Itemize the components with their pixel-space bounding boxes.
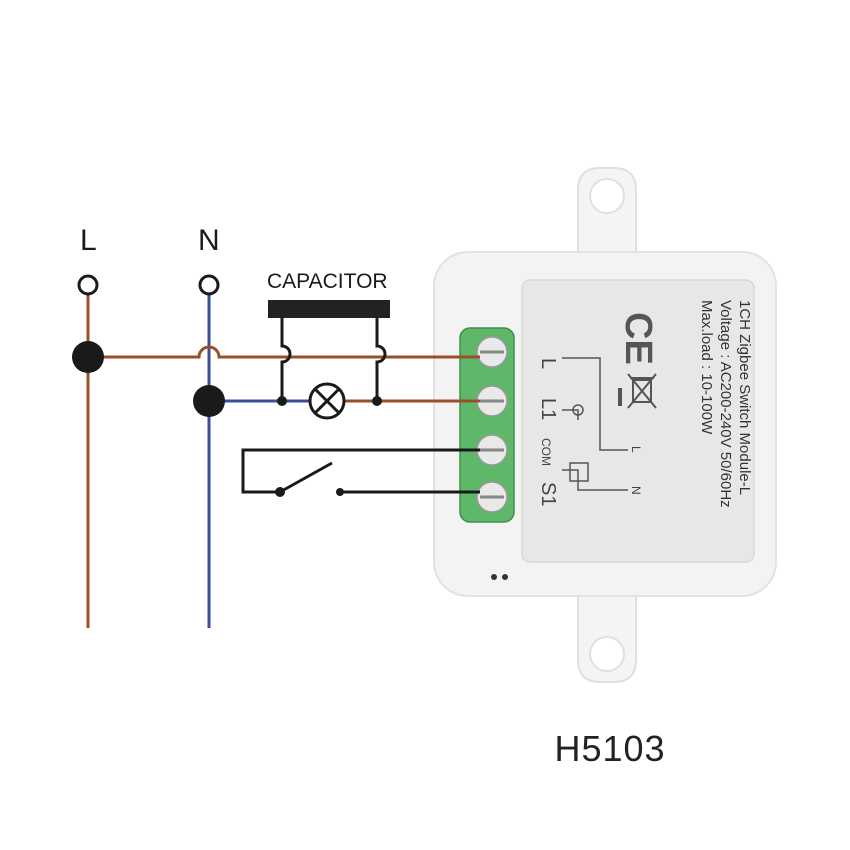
module-voltage: Voltage : AC200-240V 50/60Hz xyxy=(717,300,734,508)
model-number: H5103 xyxy=(554,728,666,769)
bottom-mounting-hole xyxy=(589,636,625,672)
top-mounting-hole xyxy=(589,178,625,214)
capacitor xyxy=(268,300,390,406)
wall-switch xyxy=(241,448,480,494)
lamp-icon xyxy=(308,382,346,420)
terminal-screw xyxy=(476,434,508,466)
inner-label-n: N xyxy=(629,486,643,495)
capacitor-label: CAPACITOR xyxy=(267,270,388,293)
neutral-junction xyxy=(193,385,225,417)
terminal-screw xyxy=(476,385,508,417)
label-schematic xyxy=(562,357,628,491)
ce-mark: CE xyxy=(617,312,659,365)
neutral-supply-terminal xyxy=(198,274,220,296)
terminal-label-l1: L1 xyxy=(537,398,559,420)
module-max-load: Max.load : 10-100W xyxy=(698,300,715,435)
neutral-label: N xyxy=(198,224,220,257)
label-panel xyxy=(521,279,755,563)
line-wire-to-terminal xyxy=(88,345,480,359)
terminal-screw xyxy=(476,481,508,513)
module-label: 1CH Zigbee Switch Module-L Voltage : AC2… xyxy=(698,300,753,508)
terminal-label-l: L xyxy=(537,358,559,369)
terminal-label-s1: S1 xyxy=(537,482,559,506)
switch-pivot xyxy=(275,487,285,497)
inner-label-l: L xyxy=(629,446,643,453)
module-title: 1CH Zigbee Switch Module-L xyxy=(736,300,753,495)
line-label: L xyxy=(80,224,97,257)
indicator-dot xyxy=(491,574,497,580)
terminal-block xyxy=(459,327,515,523)
terminal-label-com: COM xyxy=(539,438,553,466)
switch-module xyxy=(433,167,777,683)
ce-mark-icon: CE xyxy=(617,312,659,365)
capacitor-body xyxy=(268,300,390,318)
switch-contact xyxy=(336,488,344,496)
terminal-labels: L L1 COM S1 L N xyxy=(537,358,643,506)
line-supply-terminal xyxy=(77,274,99,296)
weee-bin-icon xyxy=(618,373,657,409)
indicator-dot xyxy=(502,574,508,580)
line-junction xyxy=(72,341,104,373)
terminal-screw xyxy=(476,336,508,368)
